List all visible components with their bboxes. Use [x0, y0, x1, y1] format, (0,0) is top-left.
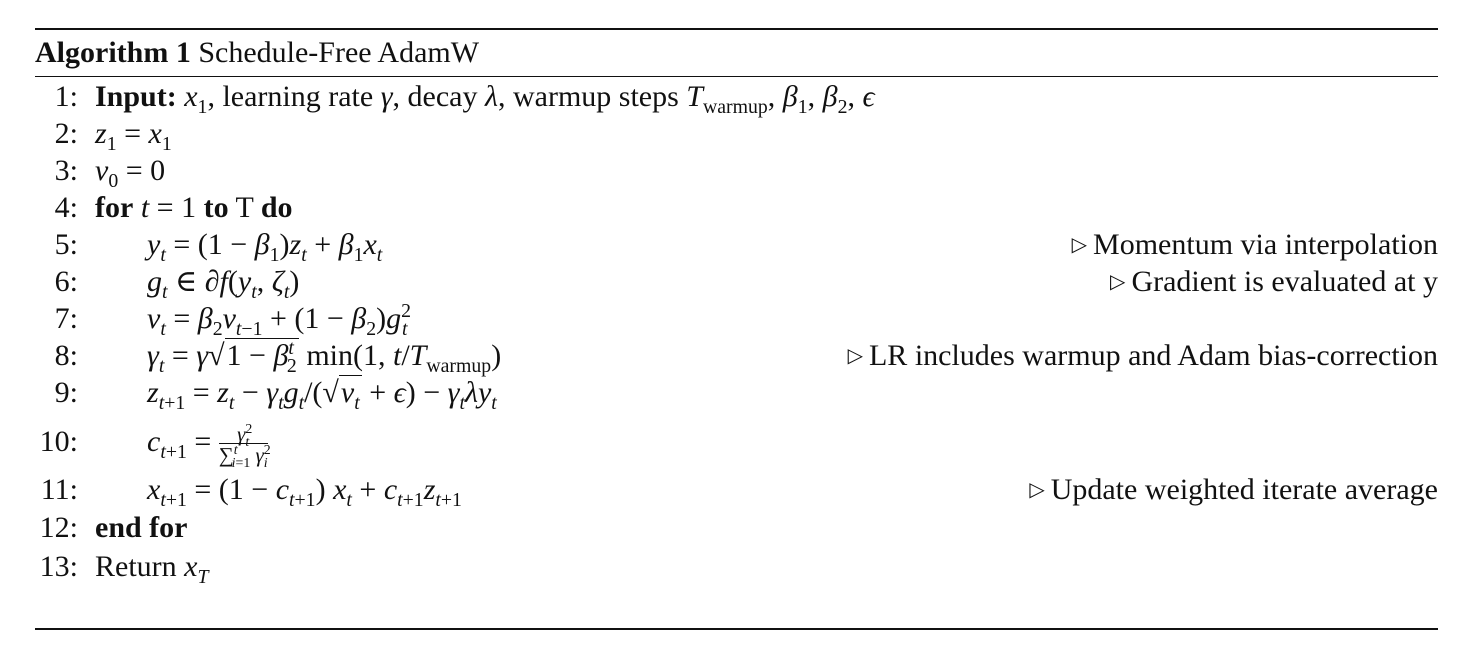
line-comment: ▷Momentum via interpolation [1072, 227, 1438, 266]
line-number: 5: [54, 228, 78, 261]
line-code: γt = γ√1 − βt2 min(1, t/Twarmup) [147, 337, 502, 377]
line-number: 6: [54, 265, 78, 298]
algo-line-4: 4: for t = 1 to T do [35, 190, 1438, 226]
algo-line-6: 6: gt ∈ ∂f(yt, ζt) ▷Gradient is evaluate… [35, 264, 1438, 303]
comment-triangle-icon: ▷ [1110, 271, 1126, 293]
to-keyword: to [203, 191, 229, 224]
do-keyword: do [260, 191, 293, 224]
line-code: z1 = x1 [95, 117, 172, 155]
algorithm-block: Algorithm 1 Schedule-Free AdamW 1: Input… [35, 28, 1438, 630]
line-code: gt ∈ ∂f(yt, ζt) [147, 265, 300, 303]
comment-triangle-icon: ▷ [1071, 234, 1088, 256]
line-code: Input: x1, learning rate γ, decay λ, war… [95, 80, 875, 118]
algo-line-10: 10: ct+1 = γ2t∑ti=1 γ2i [35, 417, 1438, 470]
line-number: 8: [54, 339, 78, 372]
algorithm-body: 1: Input: x1, learning rate γ, decay λ, … [35, 77, 1438, 630]
line-number: 2: [54, 117, 78, 150]
line-code: vt = β2vt−1 + (1 − β2)g2t [147, 300, 412, 340]
decay-text: decay [407, 80, 478, 113]
loop-bound: T [235, 191, 254, 224]
line-number: 4: [54, 191, 78, 224]
for-keyword: for [95, 191, 134, 224]
line-comment: ▷Gradient is evaluated at y [1110, 264, 1438, 303]
warmup-subscript: warmup [426, 355, 492, 377]
comment-text: Gradient is evaluated at y [1131, 265, 1438, 298]
algo-line-1: 1: Input: x1, learning rate γ, decay λ, … [35, 79, 1438, 118]
algo-line-2: 2: z1 = x1 [35, 116, 1438, 155]
algo-line-5: 5: yt = (1 − β1)zt + β1xt ▷Momentum via … [35, 227, 1438, 266]
algo-line-9: 9: zt+1 = zt − γtgt/(√vt + ϵ) − γtλyt [35, 375, 1438, 414]
algorithm-title: Schedule-Free AdamW [198, 36, 480, 69]
comment-text: Update weighted iterate average [1050, 473, 1438, 506]
min-function: min [306, 339, 353, 372]
line-code: v0 = 0 [95, 154, 166, 192]
bottom-rule [35, 628, 1438, 630]
line-code: xt+1 = (1 − ct+1) xt + ct+1zt+1 [147, 473, 462, 511]
caption-rule [35, 76, 1438, 77]
learning-rate-text: learning rate [222, 80, 374, 113]
input-keyword: Input: [95, 80, 177, 113]
comment-triangle-icon: ▷ [1029, 479, 1045, 501]
comment-triangle-icon: ▷ [847, 345, 863, 367]
algo-line-8: 8: γt = γ√1 − βt2 min(1, t/Twarmup) ▷LR … [35, 337, 1438, 377]
algo-line-13: 13: Return xT [35, 549, 1438, 588]
end-for-keyword: end for [95, 511, 188, 544]
line-comment: ▷Update weighted iterate average [1029, 472, 1438, 511]
square-root: √vt [322, 375, 362, 414]
comment-text: LR includes warmup and Adam bias-correct… [868, 339, 1438, 372]
algo-line-11: 11: xt+1 = (1 − ct+1) xt + ct+1zt+1 ▷Upd… [35, 472, 1438, 511]
return-keyword: Return [95, 550, 177, 583]
line-code: Return xT [95, 550, 209, 588]
warmup-steps-text: warmup steps [512, 80, 679, 113]
fraction: γ2t∑ti=1 γ2i [218, 420, 271, 470]
line-number: 3: [54, 154, 78, 187]
line-comment: ▷LR includes warmup and Adam bias-correc… [848, 338, 1438, 377]
algo-line-3: 3: v0 = 0 [35, 153, 1438, 192]
line-number: 1: [54, 80, 78, 113]
algo-line-12: 12: end for [35, 510, 1438, 546]
line-number: 10: [39, 425, 78, 458]
warmup-subscript: warmup [702, 96, 768, 118]
line-number: 7: [54, 302, 78, 335]
line-number: 9: [54, 376, 78, 409]
algorithm-caption: Algorithm 1 Schedule-Free AdamW [35, 30, 1438, 76]
line-code: ct+1 = γ2t∑ti=1 γ2i [147, 420, 271, 470]
comment-text: Momentum via interpolation [1093, 228, 1438, 261]
top-rule [35, 28, 1438, 30]
line-code: zt+1 = zt − γtgt/(√vt + ϵ) − γtλyt [147, 375, 497, 414]
algo-line-7: 7: vt = β2vt−1 + (1 − β2)g2t [35, 300, 1438, 340]
square-root: √1 − βt2 [208, 337, 299, 377]
line-number: 13: [39, 550, 78, 583]
line-number: 12: [39, 511, 78, 544]
algorithm-label: Algorithm 1 [35, 36, 191, 69]
line-number: 11: [40, 473, 78, 506]
line-code: yt = (1 − β1)zt + β1xt [147, 228, 383, 266]
line-code: for t = 1 to T do [95, 191, 293, 224]
